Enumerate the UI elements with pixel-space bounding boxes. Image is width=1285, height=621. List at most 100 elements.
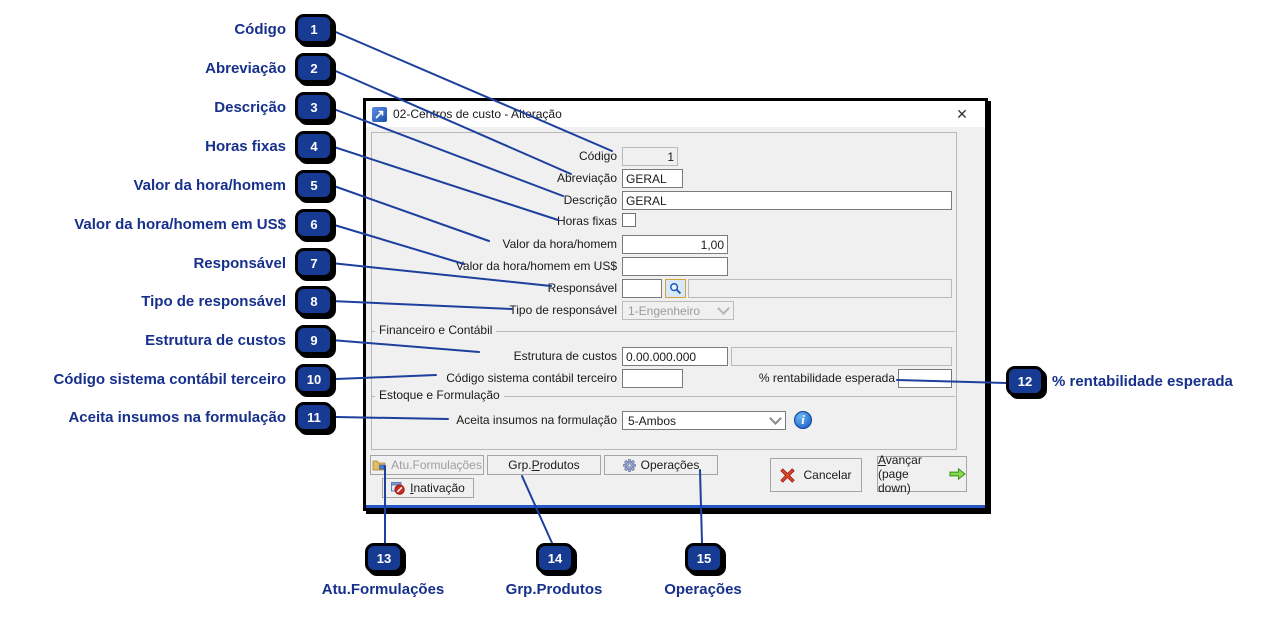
operacoes-button[interactable]: Operações: [604, 455, 718, 475]
callout-badge: 3: [295, 92, 333, 122]
callout-5: Valor da hora/homem 5: [0, 168, 333, 202]
callout-10: Código sistema contábil terceiro 10: [0, 362, 333, 396]
atu-formulacoes-button: Atu.Formulações: [370, 455, 484, 475]
abreviacao-input[interactable]: [622, 169, 683, 188]
rentabilidade-label: % rentabilidade esperada: [758, 371, 895, 385]
cod-contabil-input[interactable]: [622, 369, 683, 388]
codigo-input: [622, 147, 678, 166]
grp-produtos-button[interactable]: Grp.Produtos: [487, 455, 601, 475]
horas-fixas-checkbox[interactable]: [622, 213, 636, 227]
callout-label: Responsável: [193, 254, 286, 272]
callout-badge: 14: [536, 543, 574, 573]
group-estoque-label: Estoque e Formulação: [375, 388, 504, 402]
callout-4: Horas fixas 4: [0, 129, 333, 163]
callout-label: Código: [234, 20, 286, 38]
group-financeiro-label: Financeiro e Contábil: [375, 323, 497, 337]
callout-label: Aceita insumos na formulação: [68, 408, 286, 426]
callout-badge: 9: [295, 325, 333, 355]
aceita-insumos-select[interactable]: 5-Ambos: [622, 411, 786, 430]
group-financeiro-divider: Financeiro e Contábil: [371, 323, 955, 337]
horas-fixas-label: Horas fixas: [556, 214, 617, 228]
close-button[interactable]: ✕: [945, 102, 979, 126]
callout-badge: 1: [295, 14, 333, 44]
valor-hora-label: Valor da hora/homem: [502, 237, 617, 251]
title-bar[interactable]: 02-Centros de custo - Alteração ✕: [366, 101, 985, 127]
callout-badge: 13: [365, 543, 403, 573]
callout-6: Valor da hora/homem em US$ 6: [0, 207, 333, 241]
aceita-insumos-label: Aceita insumos na formulação: [456, 413, 617, 427]
callout-label: Atu.Formulações: [321, 581, 445, 598]
callout-label: Valor da hora/homem em US$: [74, 215, 286, 233]
callout-badge: 15: [685, 543, 723, 573]
chevron-down-icon: [769, 412, 782, 425]
callout-label: Valor da hora/homem: [133, 176, 286, 194]
codigo-label: Código: [578, 149, 617, 163]
group-estoque-divider: Estoque e Formulação: [371, 388, 955, 402]
dialog-title: 02-Centros de custo - Alteração: [393, 107, 562, 121]
cancelar-button[interactable]: Cancelar: [770, 458, 862, 492]
abreviacao-label: Abreviação: [556, 171, 617, 185]
callout-badge: 7: [295, 248, 333, 278]
callout-badge: 11: [295, 402, 333, 432]
status-strip: [366, 505, 985, 508]
avancar-button[interactable]: Avançar (page down): [877, 453, 967, 495]
tipo-responsavel-value: 1-Engenheiro: [628, 303, 701, 318]
tipo-responsavel-select: 1-Engenheiro: [622, 301, 734, 320]
chevron-down-icon: [717, 302, 730, 315]
callout-badge: 10: [295, 364, 333, 394]
callout-12: 12 % rentabilidade esperada: [1006, 366, 1233, 396]
callout-7: Responsável 7: [0, 246, 333, 280]
form-frame: [371, 132, 957, 450]
callout-label: Estrutura de custos: [145, 331, 286, 349]
responsavel-name-field: [688, 279, 952, 298]
callout-3: Descrição 3: [0, 90, 333, 124]
descricao-input[interactable]: [622, 191, 952, 210]
operacoes-label: Operações: [640, 458, 700, 472]
callout-8: Tipo de responsável 8: [0, 284, 333, 318]
estrutura-custos-desc-field: [731, 347, 952, 366]
cancelar-label: Cancelar: [803, 468, 852, 482]
responsavel-search-button[interactable]: [665, 279, 686, 298]
rentabilidade-input[interactable]: [898, 369, 952, 388]
avancar-label: Avançar (page down): [878, 453, 922, 495]
descricao-label: Descrição: [563, 193, 617, 207]
valor-hora-input[interactable]: [622, 235, 728, 254]
tipo-responsavel-label: Tipo de responsável: [509, 303, 617, 317]
estrutura-custos-input[interactable]: [622, 347, 728, 366]
callout-11: Aceita insumos na formulação 11: [0, 400, 333, 434]
aceita-insumos-value: 5-Ambos: [628, 413, 677, 428]
callout-label: Grp.Produtos: [505, 581, 603, 598]
responsavel-label: Responsável: [547, 281, 617, 295]
callout-label: Abreviação: [205, 59, 286, 77]
green-arrow-icon: [949, 467, 966, 481]
magnifier-icon: [670, 283, 682, 295]
callout-badge: 6: [295, 209, 333, 239]
callout-badge: 4: [295, 131, 333, 161]
inativacao-label: Inativação: [410, 481, 465, 495]
callout-badge: 12: [1006, 366, 1044, 396]
dialog-window: 02-Centros de custo - Alteração ✕ Código…: [363, 98, 988, 511]
valor-hora-usd-input[interactable]: [622, 257, 728, 276]
callout-label: Código sistema contábil terceiro: [53, 370, 286, 388]
callout-label: Descrição: [214, 98, 286, 116]
gear-icon: [622, 458, 636, 472]
callout-badge: 2: [295, 53, 333, 83]
callout-badge: 8: [295, 286, 333, 316]
grp-produtos-label: Grp.Produtos: [508, 458, 580, 472]
callout-label: Horas fixas: [205, 137, 286, 155]
valor-hora-usd-label: Valor da hora/homem em US$: [455, 259, 617, 273]
estrutura-custos-label: Estrutura de custos: [513, 349, 617, 363]
info-icon[interactable]: i: [794, 411, 812, 429]
callout-label: Operações: [664, 581, 742, 598]
callout-1: Código 1: [0, 12, 333, 46]
close-icon: ✕: [956, 105, 968, 122]
inativacao-button[interactable]: Inativação: [382, 478, 474, 498]
callout-badge: 5: [295, 170, 333, 200]
atu-formulacoes-label: Atu.Formulações: [391, 458, 482, 472]
callout-9: Estrutura de custos 9: [0, 323, 333, 357]
callout-label: Tipo de responsável: [141, 292, 286, 310]
app-report-icon: [372, 106, 387, 122]
responsavel-code-input[interactable]: [622, 279, 662, 298]
folder-icon: [372, 459, 386, 471]
